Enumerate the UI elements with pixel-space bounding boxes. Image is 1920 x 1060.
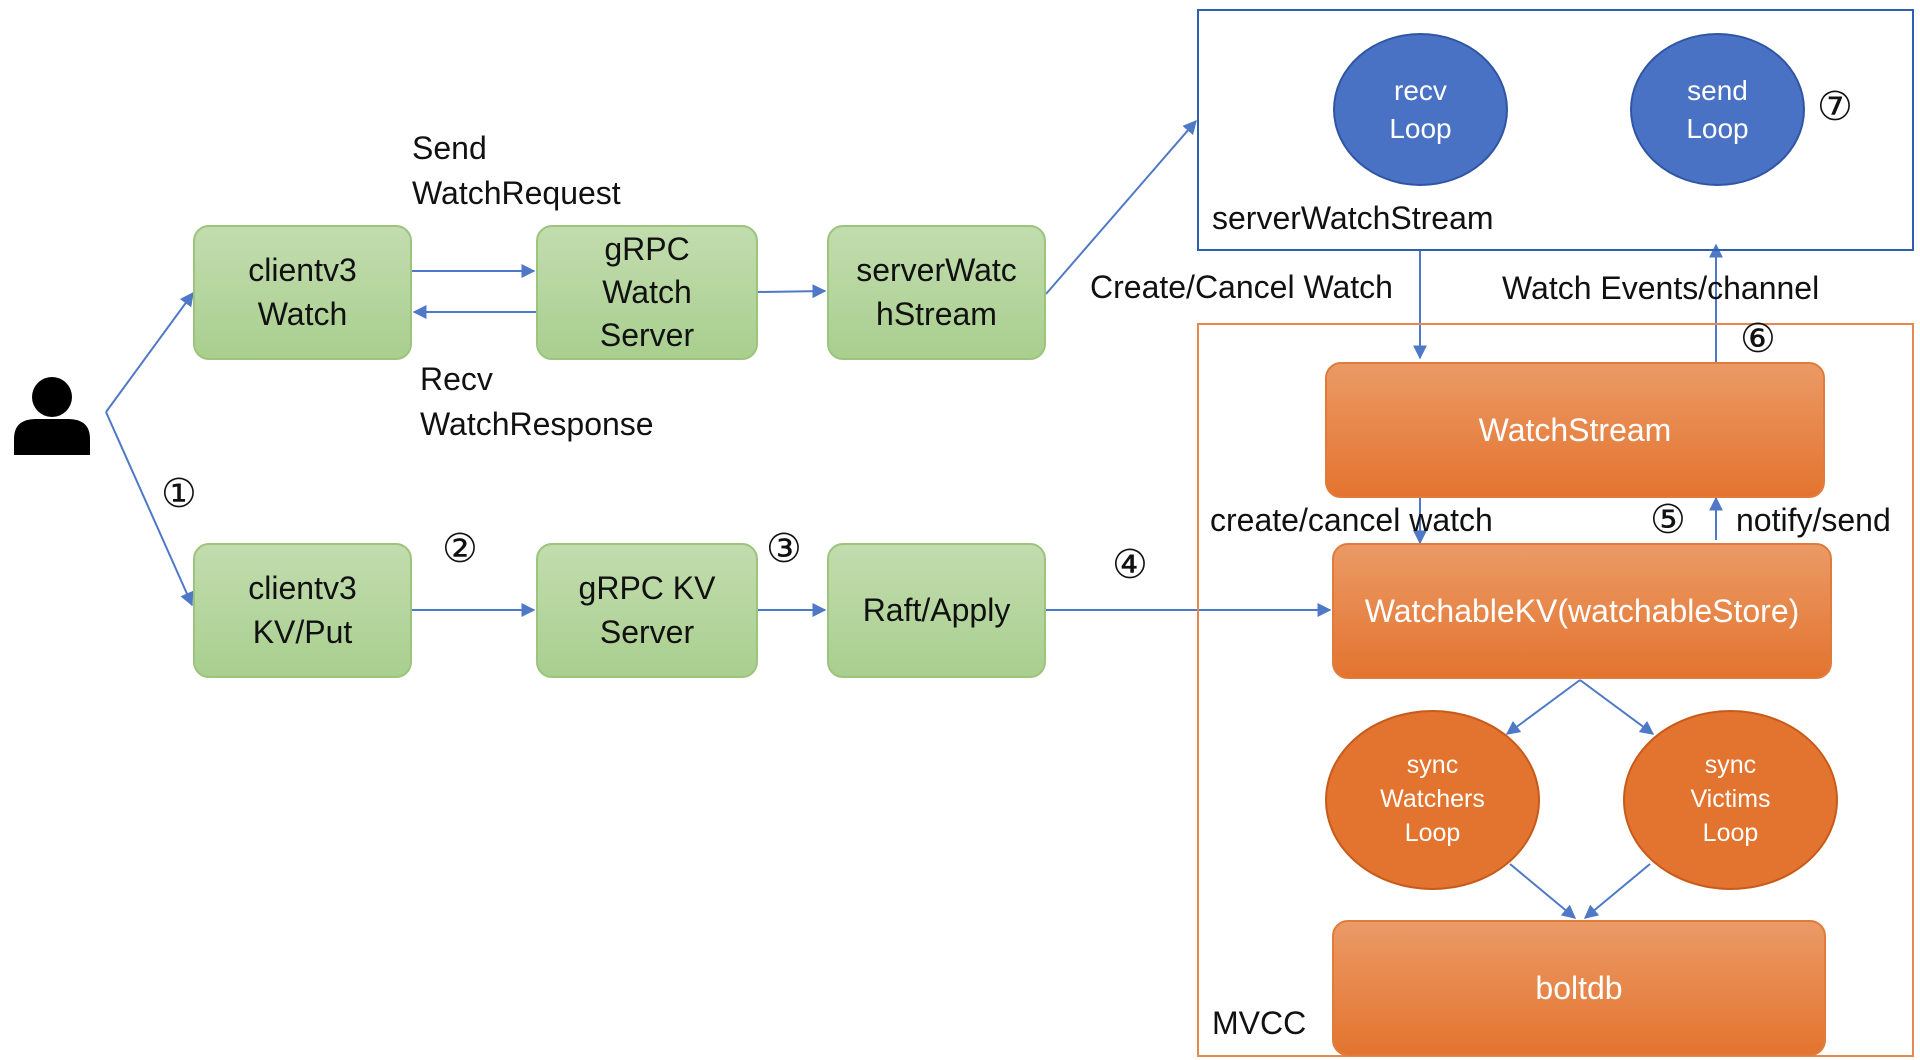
server-watch-stream-node: serverWatc hStream bbox=[827, 225, 1046, 360]
arrow-kv-to-sync-victims bbox=[1579, 679, 1655, 735]
send-watch-request-label: Send WatchRequest bbox=[412, 130, 621, 211]
boltdb-node: boltdb bbox=[1332, 920, 1826, 1056]
step-3-marker: ③ bbox=[766, 527, 802, 571]
sync-watchers-loop-node: sync Watchers Loop bbox=[1325, 710, 1540, 890]
arrow-user-to-client-watch bbox=[105, 291, 194, 413]
send-loop-node: send Loop bbox=[1630, 33, 1805, 186]
arrow-kv-to-sync-watchers bbox=[1505, 679, 1581, 735]
arrow-sync-victims-to-boltdb bbox=[1583, 863, 1651, 919]
step-6-marker: ⑥ bbox=[1740, 317, 1776, 361]
grpc-kv-server-node: gRPC KV Server bbox=[536, 543, 758, 678]
arrow-stream-to-server-watch-stream bbox=[1045, 119, 1197, 295]
grpc-watch-server-node: gRPC Watch Server bbox=[536, 225, 758, 360]
sync-victims-loop-node: sync Victims Loop bbox=[1623, 710, 1838, 890]
client-watch-node: clientv3 Watch bbox=[193, 225, 412, 360]
client-kv-put-node: clientv3 KV/Put bbox=[193, 543, 412, 678]
recv-loop-node: recv Loop bbox=[1333, 33, 1508, 186]
mvcc-frame bbox=[1197, 323, 1914, 1057]
step-7-marker: ⑦ bbox=[1817, 85, 1853, 129]
mvcc-label: MVCC bbox=[1212, 1005, 1307, 1041]
step-5-marker: ⑤ bbox=[1650, 498, 1686, 542]
step-2-marker: ② bbox=[442, 527, 478, 571]
person-icon bbox=[14, 377, 90, 455]
step-4-marker: ④ bbox=[1112, 543, 1148, 587]
step-1-marker: ① bbox=[161, 472, 197, 516]
arrow-user-to-client-kv bbox=[105, 411, 194, 607]
server-watch-stream-label: serverWatchStream bbox=[1212, 200, 1494, 236]
recv-watch-response-label: Recv WatchResponse bbox=[420, 361, 654, 442]
watchable-kv-node: WatchableKV(watchableStore) bbox=[1332, 543, 1832, 679]
server-watch-stream-frame bbox=[1197, 9, 1914, 251]
create-cancel-watch-lower-label: create/cancel watch bbox=[1210, 502, 1493, 538]
watch-stream-node: WatchStream bbox=[1325, 362, 1825, 498]
create-cancel-watch-label: Create/Cancel Watch bbox=[1090, 269, 1393, 305]
raft-apply-node: Raft/Apply bbox=[827, 543, 1046, 678]
watch-events-channel-label: Watch Events/channel bbox=[1502, 270, 1820, 306]
arrow-grpc-to-stream bbox=[757, 284, 827, 299]
notify-send-label: notify/send bbox=[1736, 502, 1891, 538]
arrow-sync-watchers-to-boltdb bbox=[1509, 863, 1577, 919]
